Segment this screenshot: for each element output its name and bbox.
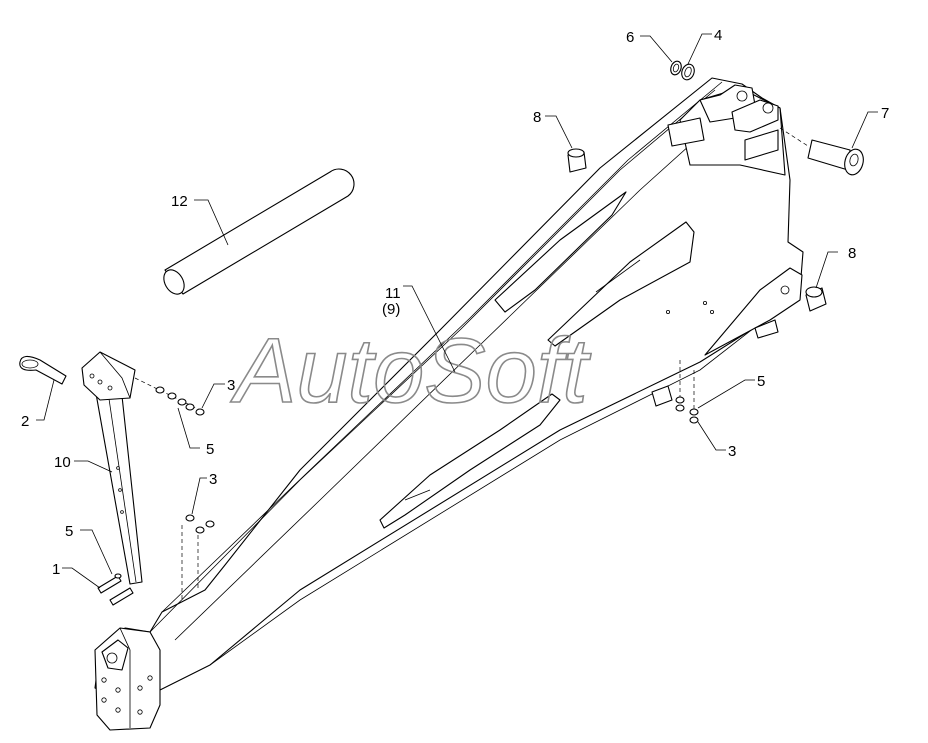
callout-3-middle: 3 [209,471,217,488]
pin-part-7 [779,127,864,176]
callout-3-upper: 3 [227,377,235,394]
callout-10: 10 [54,454,71,471]
foot-plate [94,627,161,731]
callout-4: 4 [714,27,722,44]
fasteners-middle [181,514,215,600]
callout-9: (9) [382,301,400,318]
handle-part-2 [19,355,67,385]
callout-8-lower: 8 [848,245,856,262]
watermark-text: AutoSoft [230,320,591,422]
callout-2: 2 [21,413,29,430]
callout-5-lower: 5 [65,523,73,540]
fasteners-upper [134,377,205,416]
fasteners-right [675,360,699,424]
callout-6: 6 [626,29,634,46]
callout-labels: 6 4 8 7 12 8 11 (9) 3 2 5 5 3 10 3 5 1 [21,27,889,578]
boom-arm [94,77,804,713]
callout-3-right: 3 [728,443,736,460]
callout-5-upper: 5 [206,441,214,458]
rings-part-6-4 [670,60,695,81]
tube-part-12 [163,168,355,295]
callout-11: 11 [385,285,401,302]
callout-12: 12 [171,193,188,210]
callout-7: 7 [881,105,889,122]
bolts-part-1 [97,573,134,606]
callout-5-right: 5 [757,373,765,390]
leader-lines [36,33,878,589]
bracket-part-10 [81,351,143,585]
bushing-part-8-lower [805,286,827,312]
callout-8-upper: 8 [533,109,541,126]
callout-1: 1 [52,561,60,578]
bushing-part-8-upper [567,148,587,173]
